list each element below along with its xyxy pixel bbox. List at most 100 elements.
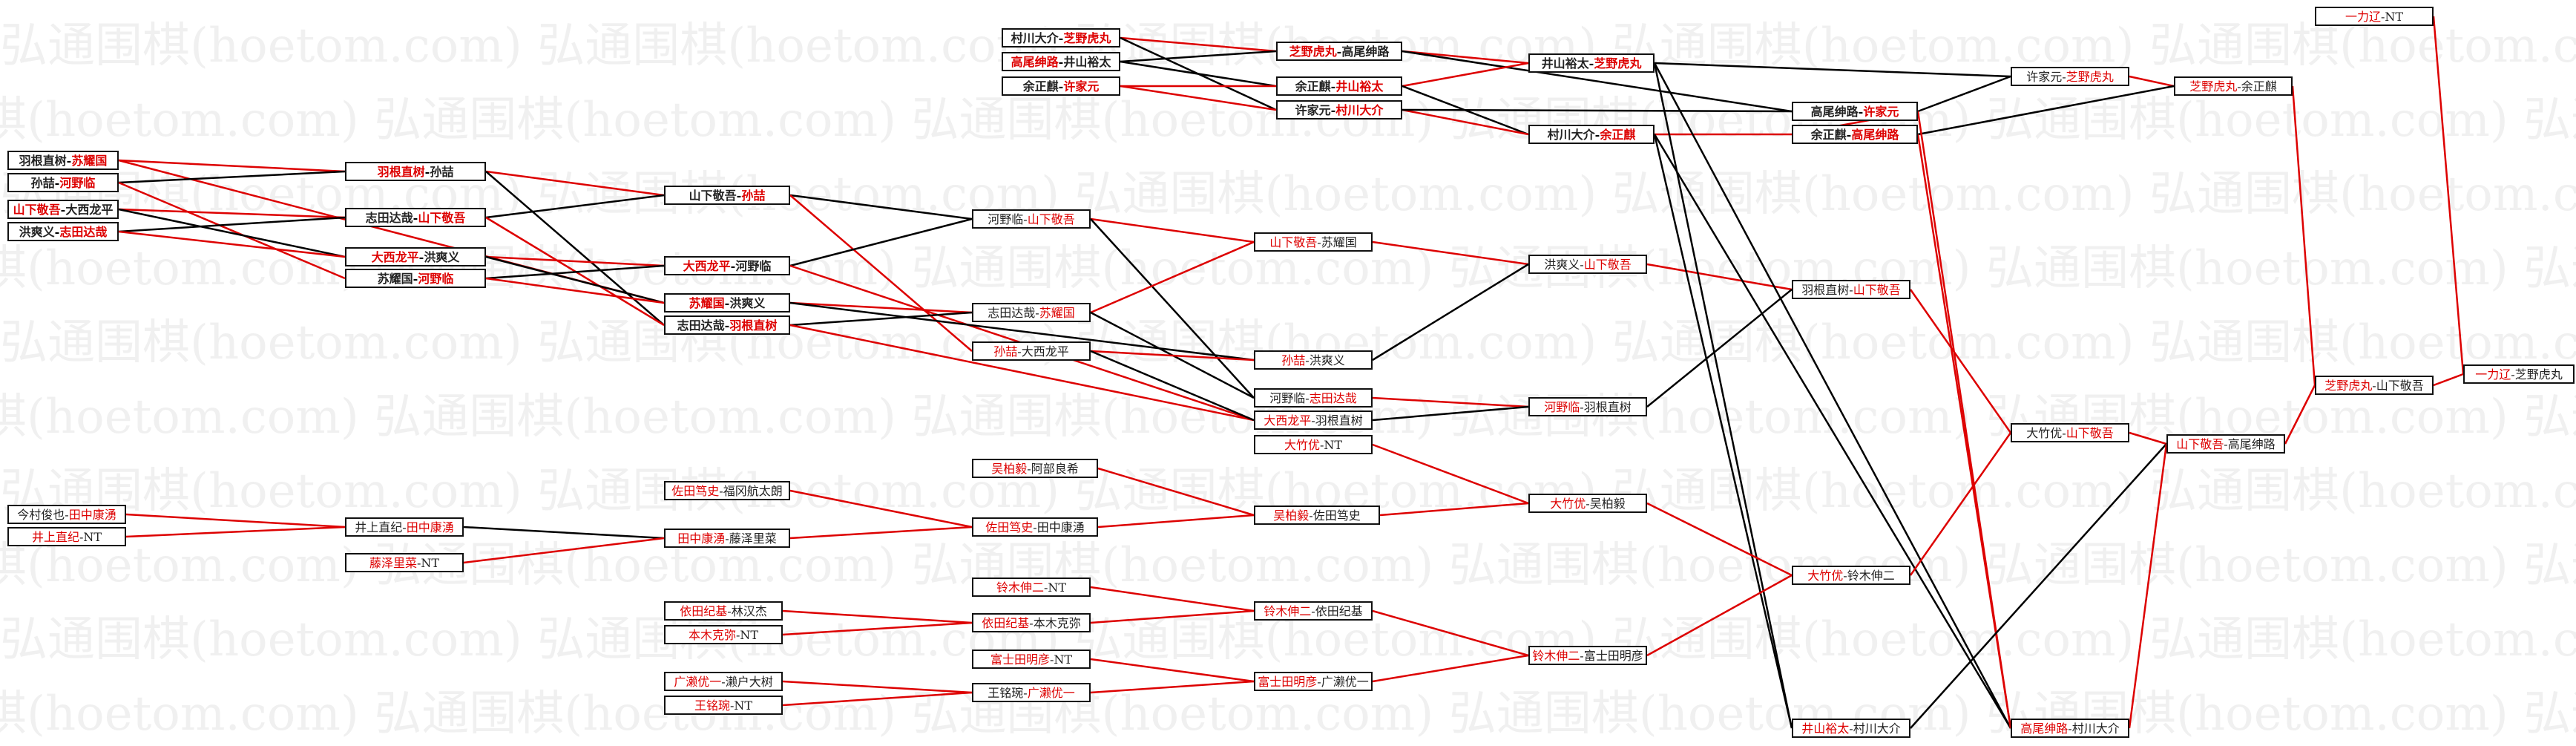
winner-line: [1372, 241, 1529, 266]
match-node: 一力辽-NT: [2315, 7, 2434, 26]
match-node: 许家元-村川大介: [1276, 100, 1402, 120]
loser-line: [1917, 75, 2011, 113]
separator: -: [1033, 520, 1037, 534]
separator: -: [1023, 686, 1028, 700]
player-two: 河野临: [418, 272, 454, 286]
match-node: 高尾绅路-井山裕太: [1002, 52, 1120, 71]
winner-line: [1372, 443, 1529, 505]
separator: -: [66, 154, 72, 168]
match-node: 河野临-志田达哉: [1254, 388, 1373, 408]
loser-line: [1372, 263, 1529, 361]
match-node: 苏耀国-洪爽义: [664, 293, 790, 313]
winner-line: [789, 489, 973, 529]
separator: -: [1588, 56, 1594, 71]
player-one: 许家元: [2026, 70, 2063, 84]
winner-line: [782, 621, 973, 636]
separator: -: [1311, 413, 1315, 428]
loser-line: [1653, 134, 2012, 729]
separator: -: [1311, 604, 1315, 618]
winner-line: [1646, 574, 1793, 657]
loser-line: [485, 255, 665, 304]
winner-line: [1916, 134, 2012, 729]
winner-line: [782, 609, 973, 624]
match-node: 佐田笃史-福冈航太朗: [664, 481, 790, 500]
player-one: 大竹优: [1284, 438, 1320, 452]
match-node: 孙喆-洪爽义: [1254, 350, 1373, 370]
separator: -: [1336, 45, 1342, 59]
player-one: 高尾绅路: [1011, 55, 1059, 69]
player-one: 河野临: [1269, 391, 1306, 405]
winner-line: [1909, 289, 2012, 433]
player-two: 本木克弥: [1033, 616, 1081, 630]
winner-line: [1097, 514, 1255, 529]
player-one: 余正麒: [1810, 128, 1847, 142]
match-node: 大竹优-山下敬吾: [2011, 423, 2129, 442]
match-node: 藤泽里菜-NT: [345, 553, 464, 572]
match-node: 苏耀国-河野临: [345, 269, 486, 288]
match-node: 依田纪基-本木克弥: [972, 613, 1091, 632]
player-two: 洪爽义: [424, 250, 460, 264]
player-one: 河野临: [1544, 400, 1580, 414]
winner-line: [789, 324, 1255, 422]
player-two: 山下敬吾: [2376, 379, 2424, 393]
loser-line: [1646, 289, 1793, 408]
match-node: 铃木伸二-依田纪基: [1254, 601, 1373, 621]
player-two: 苏耀国: [1321, 235, 1357, 249]
player-one: 大竹优: [1807, 569, 1844, 583]
separator: -: [2372, 379, 2376, 393]
player-two: 山下敬吾: [418, 211, 466, 225]
player-one: 井山裕太: [1801, 722, 1850, 736]
player-one: 村川大介: [1547, 128, 1595, 142]
loser-line: [1120, 60, 1277, 88]
loser-line: [1917, 85, 2175, 136]
player-two: 村川大介: [1853, 722, 1901, 736]
separator: -: [1058, 55, 1064, 69]
winner-line: [1090, 241, 1255, 314]
loser-line: [1120, 50, 1277, 63]
loser-line: [1372, 405, 1529, 422]
player-one: 王铭琬: [988, 686, 1024, 700]
winner-line: [1402, 50, 1529, 65]
player-two: 铃木伸二: [1847, 569, 1895, 583]
match-node: 铃木伸二-富士田明彦: [1528, 646, 1647, 665]
player-two: 芝野虎丸: [1063, 31, 1111, 45]
player-one: 孙喆: [1281, 353, 1306, 367]
match-node: 大西龙平-河野临: [664, 256, 790, 275]
match-node: 铃木伸二-NT: [972, 578, 1091, 597]
loser-line: [789, 311, 973, 327]
winner-line: [1379, 502, 1529, 517]
player-two: NT: [734, 698, 753, 713]
player-two: 田中康湧: [1036, 520, 1085, 534]
separator: -: [721, 675, 726, 689]
winner-line: [485, 255, 665, 267]
match-node: 孙喆-河野临: [7, 173, 119, 192]
match-node: 王铭琬-NT: [664, 696, 783, 715]
player-one: 洪爽义: [1544, 258, 1580, 272]
match-node: 羽根直树-孙喆: [345, 162, 486, 181]
winner-line: [2432, 16, 2465, 375]
match-node: 许家元-芝野虎丸: [2011, 67, 2129, 86]
separator: -: [1319, 438, 1324, 452]
match-node: 余正麒-井山裕太: [1276, 76, 1402, 96]
match-node: 山下敬吾-大西龙平: [7, 200, 119, 219]
match-node: 井上直纪-田中康湧: [345, 517, 464, 537]
winner-line: [789, 301, 973, 314]
winner-line: [2433, 373, 2464, 387]
separator: -: [1029, 616, 1034, 630]
winner-line: [1646, 263, 1793, 291]
player-two: NT: [1048, 580, 1067, 595]
player-two: 村川大介: [2071, 722, 2120, 736]
match-node: 芝野虎丸-余正麒: [2174, 76, 2293, 96]
player-two: 高尾绅路: [1341, 45, 1390, 59]
winner-line: [463, 537, 665, 564]
separator: -: [736, 189, 742, 203]
separator: -: [1843, 569, 1847, 583]
match-node: 山下敬吾-高尾绅路: [2166, 434, 2285, 454]
separator: -: [1049, 652, 1054, 667]
player-one: 许家元: [1295, 103, 1331, 117]
player-one: 山下敬吾: [13, 203, 61, 217]
player-two: 河野临: [59, 176, 96, 190]
player-one: 吴柏毅: [991, 462, 1028, 476]
match-node: 河野临-羽根直树: [1528, 397, 1647, 416]
match-node: 高尾绅路-许家元: [1792, 102, 1918, 121]
